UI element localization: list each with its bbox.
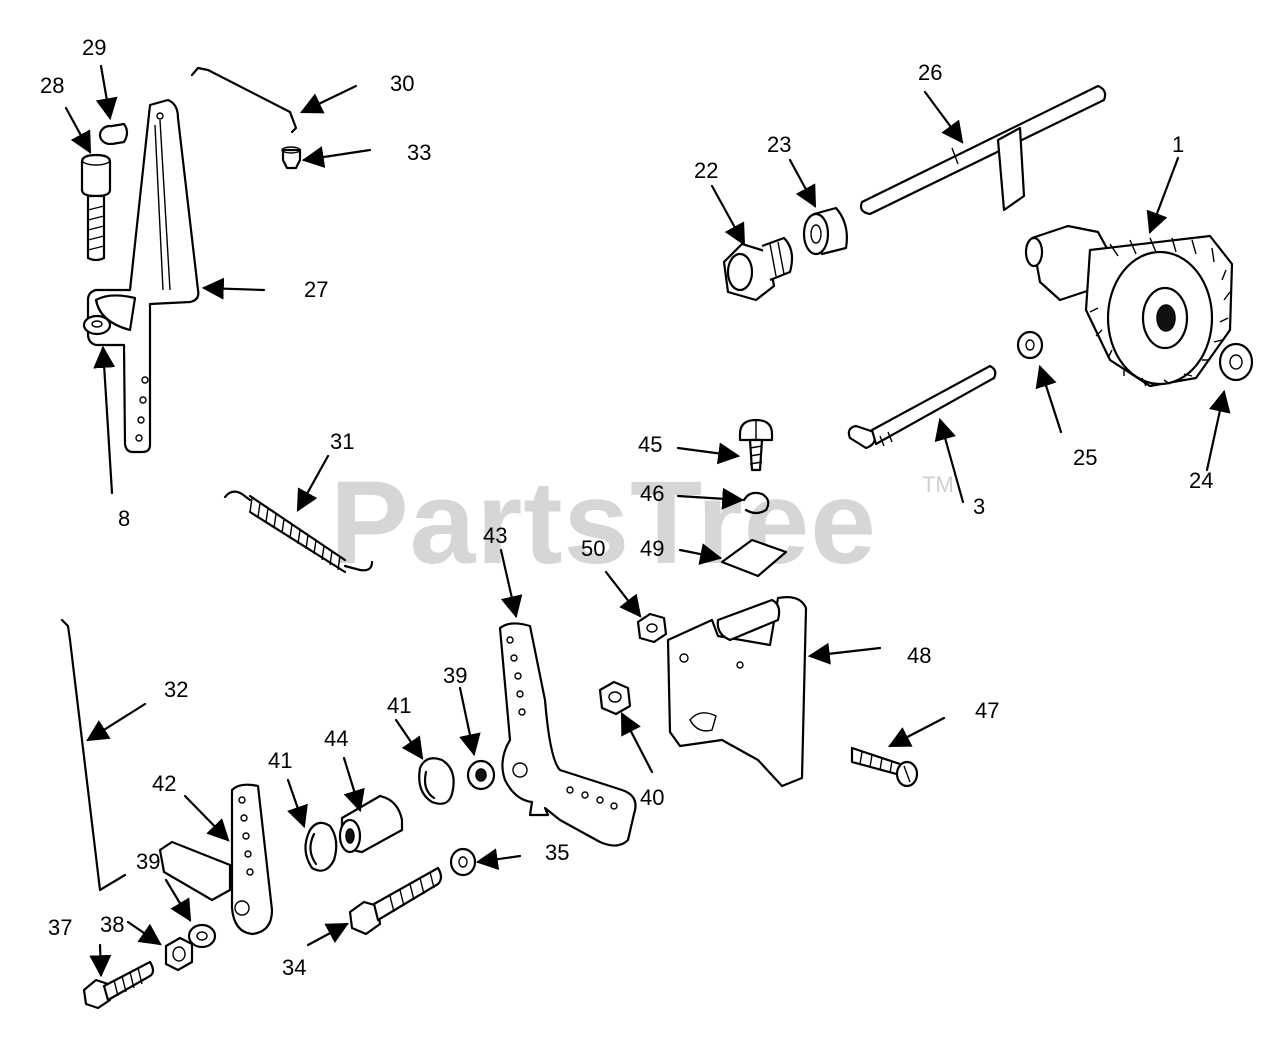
callout-31: 31 (330, 429, 354, 454)
part-31-spring (223, 490, 374, 574)
callout-37: 37 (48, 915, 72, 940)
part-39-washer-lower (187, 923, 217, 949)
part-35-washer (449, 847, 477, 877)
part-41-clip-left (304, 821, 338, 872)
callout-43: 43 (483, 523, 507, 548)
part-49-clip (720, 538, 788, 578)
callout-33: 33 (407, 140, 431, 165)
part-26-shaft (859, 84, 1107, 216)
callout-27: 27 (304, 277, 328, 302)
callout-labels: 1 3 8 22 23 24 25 26 27 28 29 30 31 32 3… (40, 35, 1213, 980)
callout-3: 3 (973, 494, 985, 519)
callout-29: 29 (82, 35, 106, 60)
callout-32: 32 (164, 677, 188, 702)
callout-41-left: 41 (268, 748, 292, 773)
callout-50: 50 (581, 536, 605, 561)
callout-1: 1 (1172, 132, 1184, 157)
trademark-mark: TM (922, 472, 954, 497)
part-39-washer-upper (466, 759, 496, 791)
part-43-plate (498, 622, 637, 847)
callout-28: 28 (40, 73, 64, 98)
part-33-ferrule (281, 146, 302, 170)
callout-35: 35 (545, 840, 569, 865)
callout-39-lower: 39 (136, 849, 160, 874)
part-44-bushing (338, 794, 404, 854)
callout-41-right: 41 (387, 693, 411, 718)
part-50-nut (636, 612, 668, 644)
part-30-wire (190, 66, 298, 134)
part-40-nut (598, 680, 632, 716)
part-22-plug (722, 236, 794, 302)
callout-23: 23 (767, 132, 791, 157)
callout-42: 42 (152, 771, 176, 796)
callout-39-upper: 39 (443, 663, 467, 688)
callout-46: 46 (640, 481, 664, 506)
callout-44: 44 (324, 726, 348, 751)
callout-47: 47 (975, 698, 999, 723)
part-28-bolt (80, 153, 112, 262)
part-42-lever (158, 783, 274, 936)
part-32-rod (60, 618, 127, 892)
leader-lines (64, 64, 1231, 978)
callout-8: 8 (118, 506, 130, 531)
callout-34: 34 (282, 955, 306, 980)
part-34-bolt (348, 866, 443, 936)
part-25-washer (1016, 330, 1044, 360)
callout-40: 40 (640, 785, 664, 810)
part-27-bracket (86, 98, 200, 454)
callout-24: 24 (1189, 468, 1213, 493)
watermark: PartsTree (330, 457, 877, 589)
part-48-bracket (666, 596, 808, 788)
part-8-nut (82, 314, 112, 336)
callout-25: 25 (1073, 445, 1097, 470)
callout-49: 49 (640, 536, 664, 561)
part-46-e-ring (742, 491, 770, 515)
callout-30: 30 (390, 71, 414, 96)
callout-38: 38 (100, 912, 124, 937)
part-29-cap (98, 122, 129, 146)
callout-22: 22 (694, 158, 718, 183)
callout-48: 48 (907, 643, 931, 668)
part-3-pin (847, 364, 997, 450)
part-37-bolt (82, 960, 155, 1010)
part-47-screw (850, 746, 919, 788)
callout-26: 26 (918, 60, 942, 85)
part-41-clip-right (418, 757, 455, 805)
part-1-gear (1024, 224, 1234, 388)
part-24-washer (1218, 342, 1254, 382)
callout-45: 45 (638, 432, 662, 457)
part-38-nut (164, 936, 194, 972)
part-23-roller (802, 206, 848, 256)
part-45-screw (738, 418, 774, 472)
